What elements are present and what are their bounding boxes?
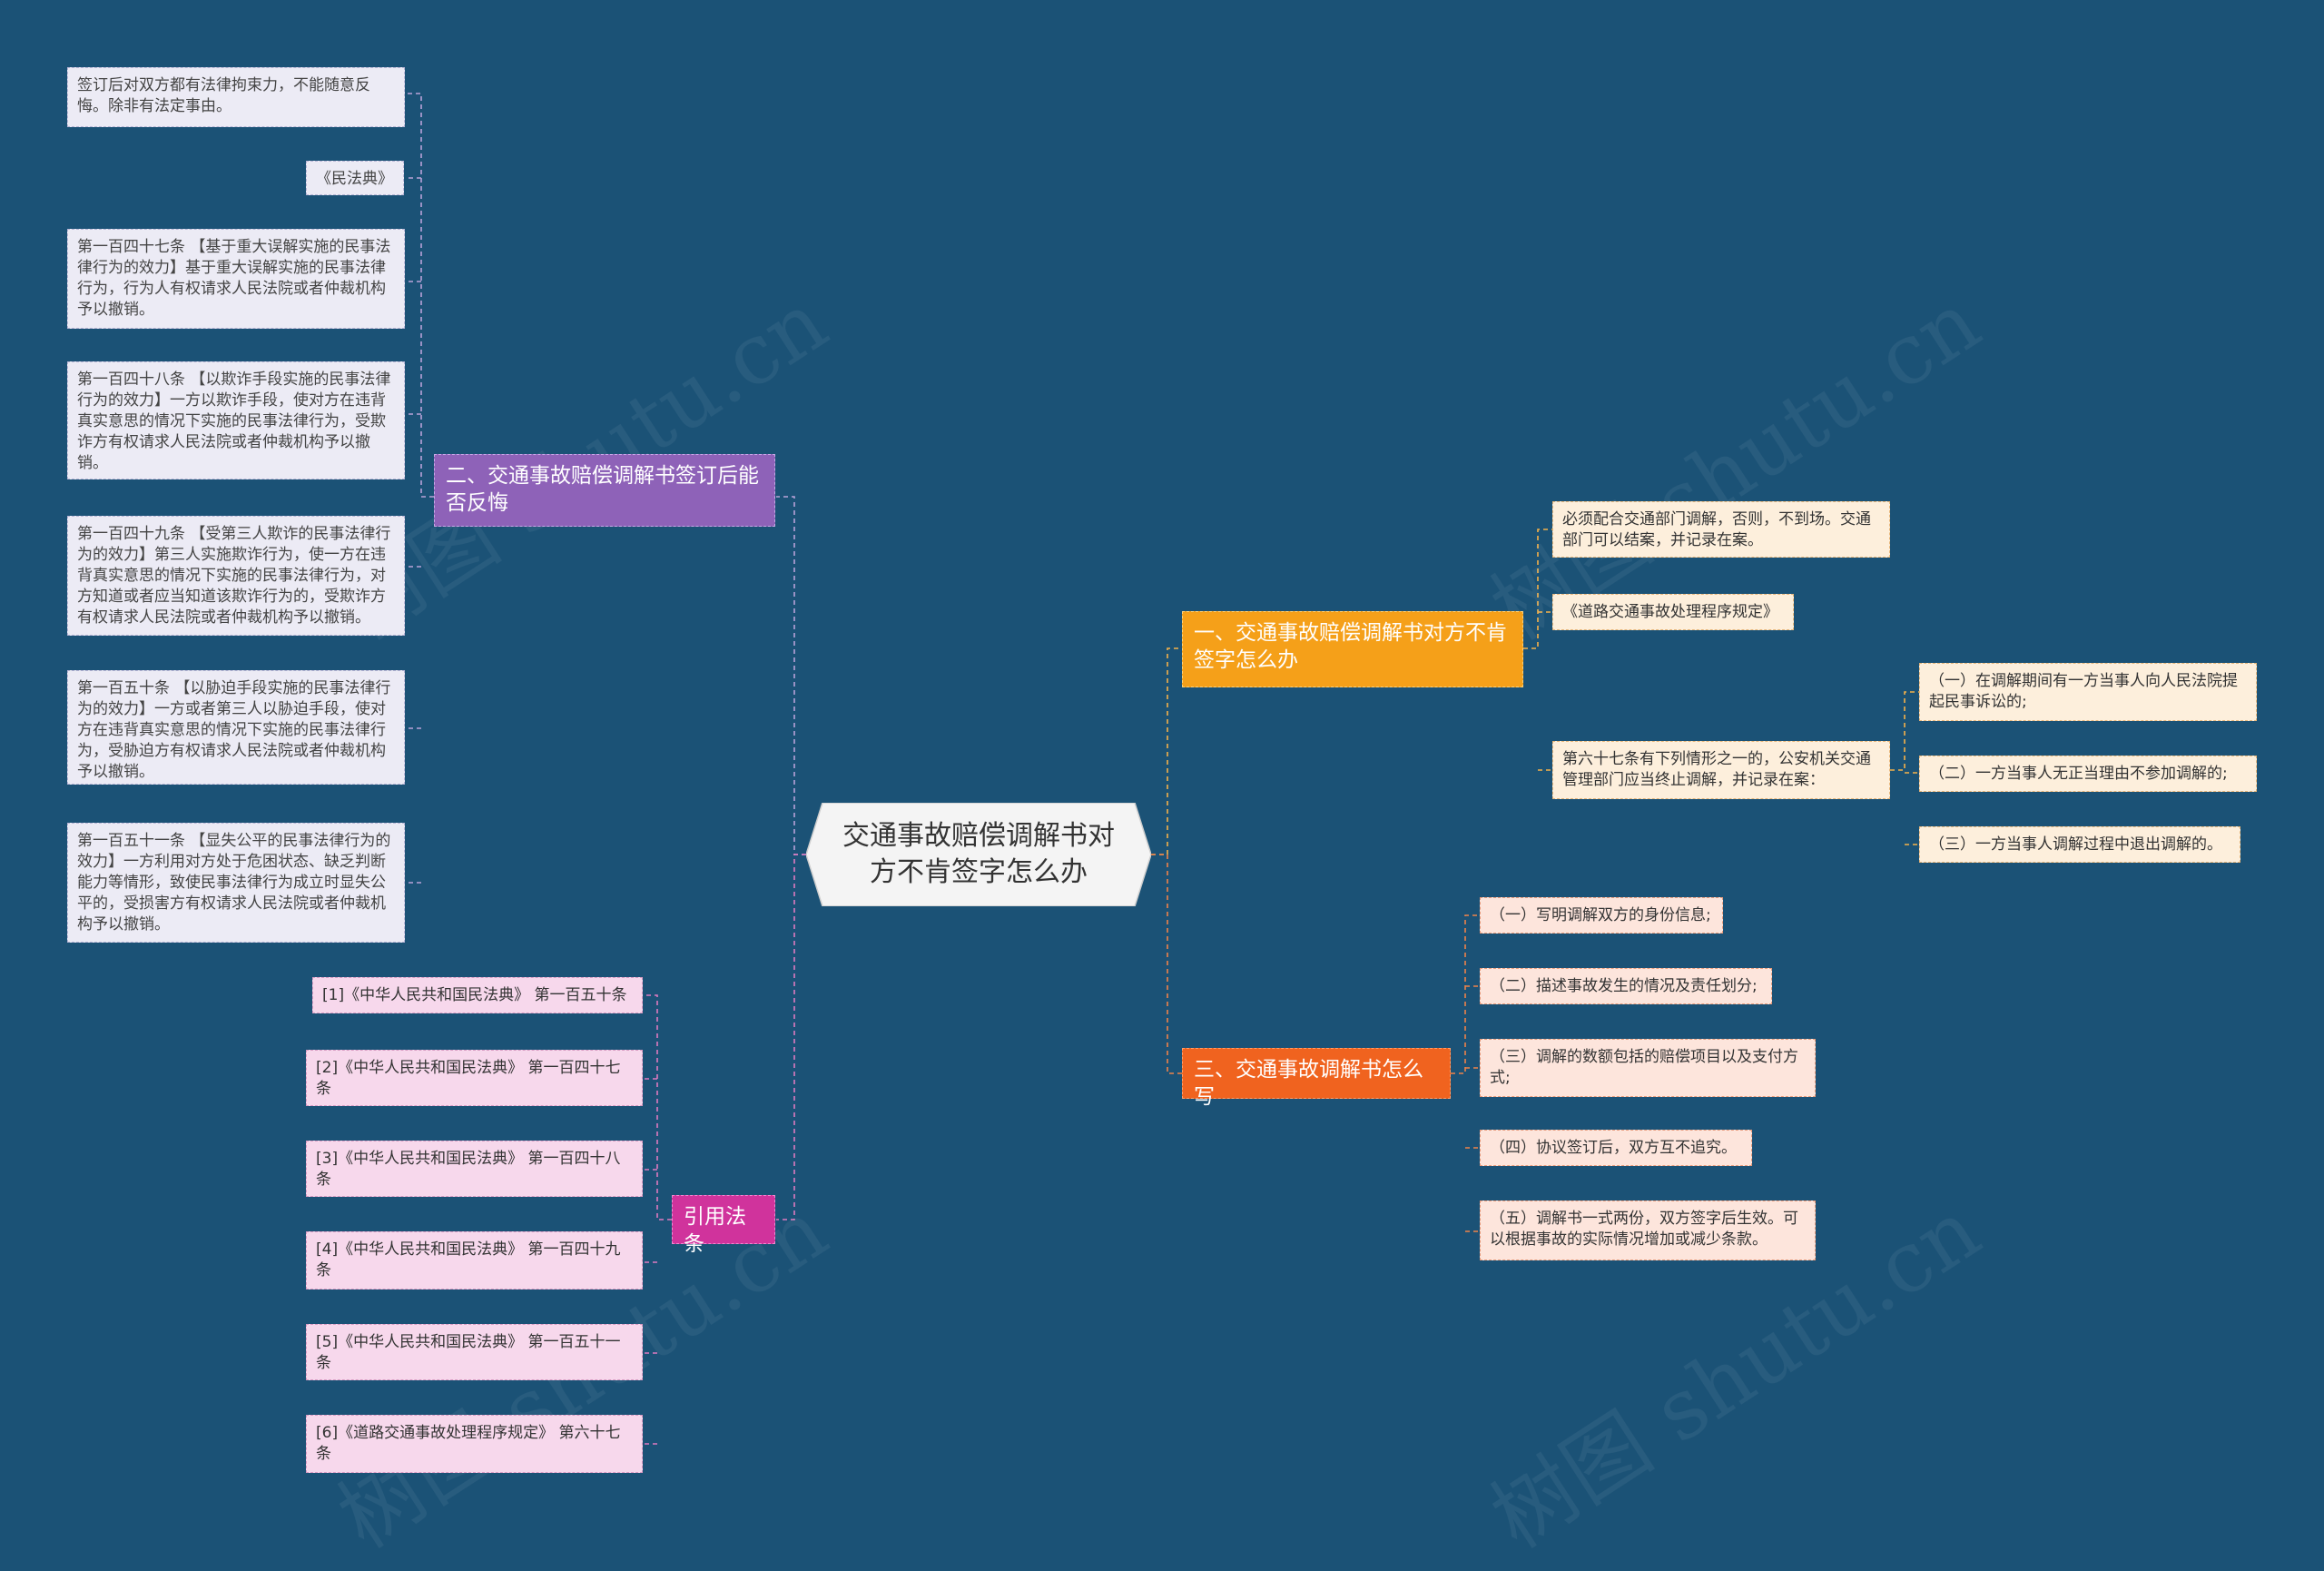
leaf-text: （一）写明调解双方的身份信息;	[1490, 906, 1711, 924]
leaf-no-further-claim[interactable]: （四）协议签订后，双方互不追究。	[1480, 1130, 1752, 1166]
leaf-text: 第一百五十一条 【显失公平的民事法律行为的效力】一方利用对方处于危困状态、缺乏判…	[77, 832, 391, 934]
branch-label: 二、交通事故赔偿调解书签订后能否反悔	[446, 464, 759, 515]
leaf-article-149[interactable]: 第一百四十九条 【受第三人欺诈的民事法律行为的效力】第三人实施欺诈行为，使一方在…	[67, 516, 405, 636]
branch-refuse-to-sign[interactable]: 一、交通事故赔偿调解书对方不肯签字怎么办	[1182, 611, 1523, 687]
central-topic-label: 交通事故赔偿调解书对方不肯签字怎么办	[842, 820, 1115, 888]
leaf-text: （二）描述事故发生的情况及责任划分;	[1490, 977, 1758, 995]
leaf-identity-info[interactable]: （一）写明调解双方的身份信息;	[1480, 897, 1723, 934]
leaf-two-copies[interactable]: （五）调解书一式两份，双方签字后生效。可以根据事故的实际情况增加或减少条款。	[1480, 1200, 1816, 1260]
leaf-text: （四）协议签订后，双方互不追究。	[1490, 1139, 1737, 1157]
branch-label: 引用法条	[684, 1205, 746, 1256]
leaf-text: 《道路交通事故处理程序规定》	[1562, 603, 1778, 621]
branch-cited-articles[interactable]: 引用法条	[672, 1195, 775, 1256]
leaf-text: [3]《中华人民共和国民法典》 第一百四十八条	[316, 1150, 621, 1189]
subleaf-absent[interactable]: （二）一方当事人无正当理由不参加调解的;	[1919, 756, 2257, 792]
central-topic[interactable]: 交通事故赔偿调解书对方不肯签字怎么办	[806, 803, 1151, 906]
leaf-text: 第一百四十九条 【受第三人欺诈的民事法律行为的效力】第三人实施欺诈行为，使一方在…	[77, 525, 391, 627]
leaf-article-150[interactable]: 第一百五十条 【以胁迫手段实施的民事法律行为的效力】一方或者第三人以胁迫手段，使…	[67, 670, 405, 785]
connector-center-left1	[776, 496, 806, 855]
connector-center-right1	[1151, 647, 1182, 855]
leaf-article-67[interactable]: 第六十七条有下列情形之一的，公安机关交通管理部门应当终止调解，并记录在案：	[1552, 741, 1890, 799]
leaf-text: [5]《中华人民共和国民法典》 第一百五十一条	[316, 1333, 621, 1372]
cite-item-2[interactable]: [2]《中华人民共和国民法典》 第一百四十七条	[306, 1050, 643, 1106]
cite-item-4[interactable]: [4]《中华人民共和国民法典》 第一百四十九条	[306, 1231, 643, 1289]
leaf-compensation-amount[interactable]: （三）调解的数额包括的赔偿项目以及支付方式;	[1480, 1039, 1816, 1097]
connector-right2-leaves	[1451, 914, 1480, 1232]
leaf-text: 第一百四十七条 【基于重大误解实施的民事法律行为的效力】基于重大误解实施的民事法…	[77, 238, 391, 319]
connector-left1-leaves	[406, 93, 434, 884]
leaf-text: 必须配合交通部门调解，否则，不到场。交通部门可以结案，并记录在案。	[1562, 510, 1871, 549]
leaf-text: （二）一方当事人无正当理由不参加调解的;	[1929, 765, 2228, 783]
connector-center-right2	[1151, 854, 1182, 1074]
leaf-text: [2]《中华人民共和国民法典》 第一百四十七条	[316, 1059, 621, 1098]
central-topic-shape	[806, 803, 1151, 906]
leaf-text: （三）一方当事人调解过程中退出调解的。	[1929, 835, 2222, 854]
leaf-text: [1]《中华人民共和国民法典》 第一百五十条	[322, 986, 627, 1004]
connector-center-left2	[776, 854, 806, 1220]
leaf-text: （三）调解的数额包括的赔偿项目以及支付方式;	[1490, 1048, 1798, 1087]
connector-right1-leaves	[1523, 529, 1552, 771]
subleaf-withdraw[interactable]: （三）一方当事人调解过程中退出调解的。	[1919, 826, 2240, 863]
branch-label: 三、交通事故调解书怎么写	[1194, 1058, 1423, 1109]
connector-left2-leaves	[643, 994, 672, 1445]
leaf-procedure-regulation[interactable]: 《道路交通事故处理程序规定》	[1552, 594, 1794, 630]
branch-label: 一、交通事故赔偿调解书对方不肯签字怎么办	[1194, 621, 1507, 672]
leaf-accident-description[interactable]: （二）描述事故发生的情况及责任划分;	[1480, 968, 1772, 1004]
leaf-text: 第一百四十八条 【以欺诈手段实施的民事法律行为的效力】一方以欺诈手段，使对方在违…	[77, 371, 391, 472]
leaf-text: （一）在调解期间有一方当事人向人民法院提起民事诉讼的;	[1929, 672, 2238, 711]
leaf-text: [4]《中华人民共和国民法典》 第一百四十九条	[316, 1240, 621, 1280]
leaf-binding-effect[interactable]: 签订后对双方都有法律拘束力，不能随意反悔。除非有法定事由。	[67, 67, 405, 127]
leaf-article-148[interactable]: 第一百四十八条 【以欺诈手段实施的民事法律行为的效力】一方以欺诈手段，使对方在违…	[67, 361, 405, 479]
leaf-text: [6]《道路交通事故处理程序规定》 第六十七条	[316, 1424, 621, 1463]
cite-item-5[interactable]: [5]《中华人民共和国民法典》 第一百五十一条	[306, 1324, 643, 1380]
leaf-text: 第一百五十条 【以胁迫手段实施的民事法律行为的效力】一方或者第三人以胁迫手段，使…	[77, 679, 391, 781]
branch-regret-after-signing[interactable]: 二、交通事故赔偿调解书签订后能否反悔	[434, 454, 775, 527]
leaf-article-151[interactable]: 第一百五十一条 【显失公平的民事法律行为的效力】一方利用对方处于危困状态、缺乏判…	[67, 823, 405, 943]
cite-item-1[interactable]: [1]《中华人民共和国民法典》 第一百五十条	[312, 977, 643, 1013]
leaf-article-147[interactable]: 第一百四十七条 【基于重大误解实施的民事法律行为的效力】基于重大误解实施的民事法…	[67, 229, 405, 329]
leaf-text: 签订后对双方都有法律拘束力，不能随意反悔。除非有法定事由。	[77, 76, 370, 115]
cite-item-6[interactable]: [6]《道路交通事故处理程序规定》 第六十七条	[306, 1415, 643, 1473]
branch-how-to-write[interactable]: 三、交通事故调解书怎么写	[1182, 1048, 1451, 1109]
subleaf-lawsuit[interactable]: （一）在调解期间有一方当事人向人民法院提起民事诉讼的;	[1919, 663, 2257, 721]
cite-item-3[interactable]: [3]《中华人民共和国民法典》 第一百四十八条	[306, 1141, 643, 1197]
leaf-text: 《民法典》	[316, 170, 393, 188]
leaf-civil-code[interactable]: 《民法典》	[306, 161, 404, 195]
connector-right1-subleaves	[1890, 691, 1919, 845]
leaf-text: （五）调解书一式两份，双方签字后生效。可以根据事故的实际情况增加或减少条款。	[1490, 1210, 1798, 1249]
leaf-text: 第六十七条有下列情形之一的，公安机关交通管理部门应当终止调解，并记录在案：	[1562, 750, 1871, 789]
leaf-must-cooperate[interactable]: 必须配合交通部门调解，否则，不到场。交通部门可以结案，并记录在案。	[1552, 501, 1890, 558]
